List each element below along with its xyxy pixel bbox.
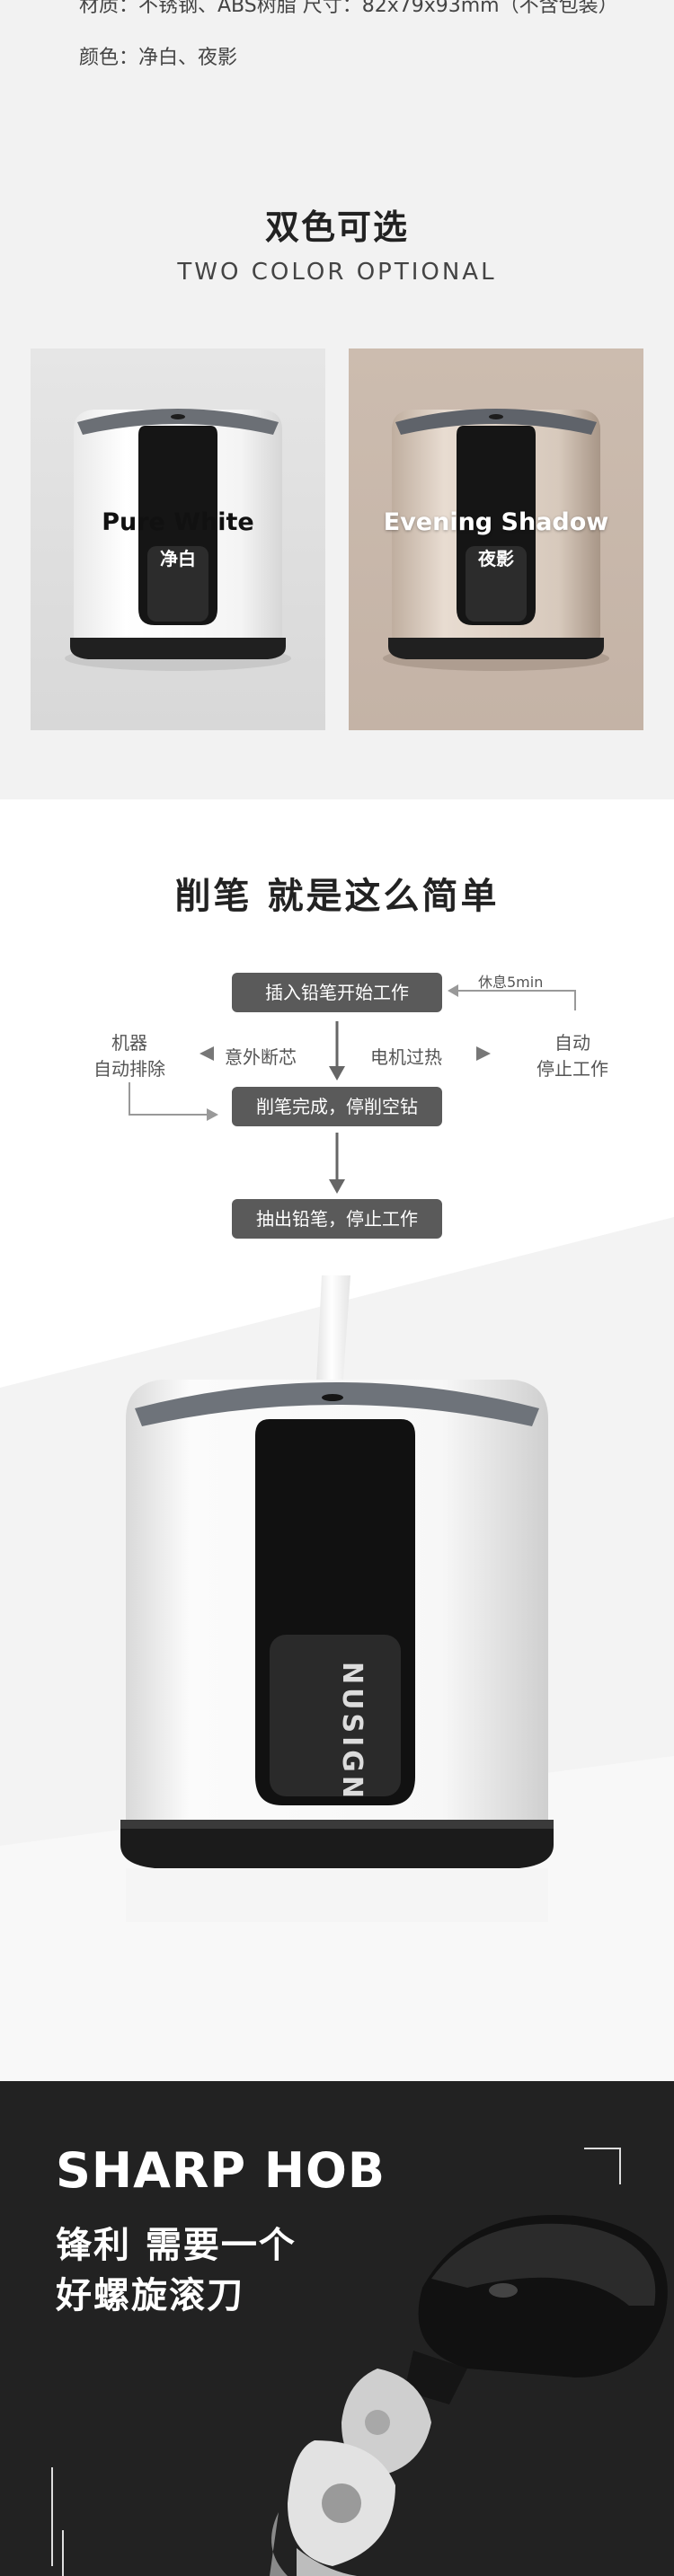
machine-auto-label: 机器 自动排除 — [93, 1032, 165, 1080]
pure-white-sharpener-image — [65, 409, 291, 671]
step-sharpen-done: 削笔完成，停削空钻 — [232, 1087, 442, 1126]
flow-arrows — [129, 984, 576, 1194]
hob-title: SHARP HOB — [56, 2142, 386, 2199]
colors-title: 双色可选 — [264, 207, 409, 247]
color-options-section: 材质：不锈钢、ABS树脂 尺寸：82x79x93mm（不含包装） 颜色：净白、夜… — [0, 0, 674, 799]
evening-shadow-sharpener-image — [383, 409, 609, 671]
flow-title: 削笔 就是这么简单 — [174, 876, 500, 917]
hob-subtitle-line2: 好螺旋滚刀 — [56, 2275, 244, 2316]
blade-cap-image — [404, 2215, 668, 2404]
auto-stop-label: 自动 停止工作 — [537, 1032, 608, 1080]
break-label: 意外断芯 — [225, 1046, 297, 1068]
spec-material-size: 材质：不锈钢、ABS树脂 尺寸：82x79x93mm（不含包装） — [79, 0, 618, 17]
hob-decoration — [51, 2148, 668, 2576]
colors-subtitle: TWO COLOR OPTIONAL — [177, 259, 497, 286]
step-insert-pencil: 插入铅笔开始工作 — [232, 973, 442, 1012]
spiral-hob-image — [270, 2369, 431, 2576]
pure-white-cn-label: 净白 — [160, 548, 196, 569]
sharpener-product-image: NUSIGN — [120, 1275, 554, 1922]
sharp-hob-section: SHARP HOB 锋利 需要一个 好螺旋滚刀 — [0, 2081, 674, 2576]
evening-shadow-cn-label: 夜影 — [478, 548, 514, 569]
hob-subtitle-line1: 锋利 需要一个 — [56, 2225, 297, 2266]
pure-white-label: Pure White — [102, 508, 254, 536]
corner-mark-top-right — [584, 2148, 621, 2184]
overheat-label: 电机过热 — [370, 1046, 442, 1068]
brand-logo: NUSIGN — [336, 1662, 368, 1802]
evening-shadow-label: Evening Shadow — [383, 508, 609, 536]
step-pull-out: 抽出铅笔，停止工作 — [232, 1199, 442, 1239]
color-card-pure-white[interactable]: Pure White 净白 — [31, 348, 325, 730]
rest-label: 休息5min — [478, 974, 544, 991]
flow-section: 削笔 就是这么简单 插入铅笔开始工作 削笔完成，停削空钻 抽出铅笔，停止工作 休… — [0, 813, 674, 2081]
color-card-evening-shadow[interactable]: Evening Shadow 夜影 — [349, 348, 643, 730]
spec-color: 颜色：净白、夜影 — [79, 47, 238, 69]
